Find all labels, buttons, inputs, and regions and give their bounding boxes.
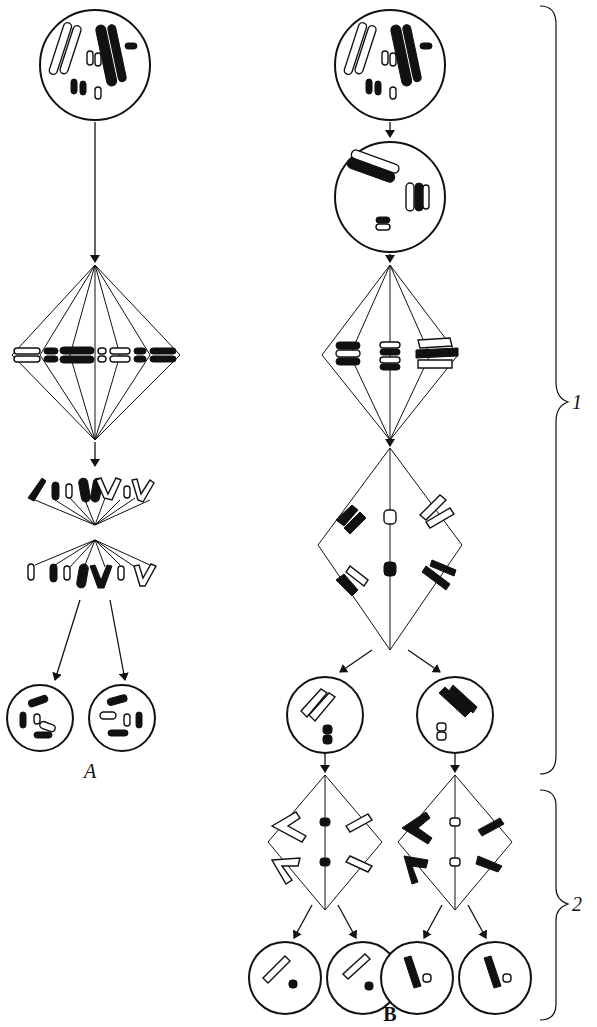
- stage-number: 1: [572, 392, 582, 412]
- panel-letter: A: [84, 761, 96, 781]
- panel-letter: B: [383, 1004, 396, 1024]
- stage-number: 2: [572, 894, 582, 914]
